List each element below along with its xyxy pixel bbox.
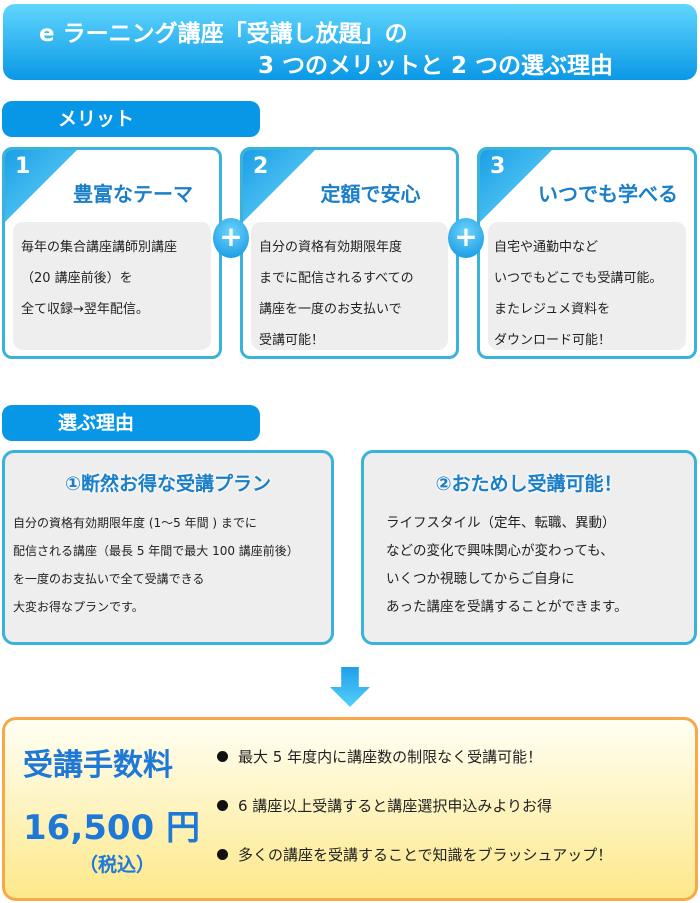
reason-title: ②おためし受講可能！: [435, 473, 623, 495]
fee-price: 16,500 円: [23, 808, 201, 848]
reason-box-1: ①断然お得な受講プラン 自分の資格有効期限年度 (1～5 年間 ) までに 配信…: [2, 450, 334, 645]
plus-icon: +: [213, 218, 249, 258]
bullet-icon: [217, 849, 228, 860]
list-item: 最大 5 年度内に講座数の制限なく受講可能！: [217, 746, 612, 795]
merit-description: 自宅や通勤中など いつでもどこでも受講可能。 またレジュメ資料を ダウンロード可…: [488, 222, 686, 350]
text-line: ダウンロード可能！: [494, 333, 612, 348]
down-arrow-icon: [330, 667, 370, 707]
text-line: 自宅や通勤中など: [494, 240, 599, 255]
reason-description: ライフスタイル（定年、転職、異動） などの変化で興味関心が変わっても、 いくつか…: [386, 509, 690, 621]
list-item: 多くの講座を受講することで知識をブラッシュアップ！: [217, 844, 612, 893]
text-line: までに配信されるすべての: [259, 271, 414, 286]
merit-number: 3: [490, 154, 506, 179]
reasons-section-label: 選ぶ理由: [2, 405, 260, 441]
list-item: 6 講座以上受講すると講座選択申込みよりお得: [217, 795, 612, 844]
text-line: を一度のお支払いで全て受講できる: [13, 572, 205, 586]
text-line: ライフスタイル（定年、転職、異動）: [386, 515, 616, 531]
text-line: 毎年の集合講座講師別講座: [21, 240, 178, 255]
merit-title: いつでも学べる: [538, 182, 678, 206]
reason-description: 自分の資格有効期限年度 (1～5 年間 ) までに 配信される講座（最長 5 年…: [13, 509, 327, 621]
text-line: 自分の資格有効期限年度: [259, 240, 403, 255]
header-line-1: e ラーニング講座「受講し放題」の: [39, 21, 408, 47]
text-line: 自分の資格有効期限年度 (1～5 年間 ) までに: [13, 516, 257, 530]
fee-label: 受講手数料: [23, 748, 173, 783]
bullet-text: 多くの講座を受講することで知識をブラッシュアップ！: [238, 846, 613, 864]
text-line: 全て収録→翌年配信。: [21, 302, 149, 317]
text-line: あった講座を受講することができます。: [386, 599, 628, 615]
text-line: いくつか視聴してからご自身に: [386, 571, 575, 587]
header-line-2: 3 つのメリットと 2 つの選ぶ理由: [258, 53, 614, 79]
merit-description: 自分の資格有効期限年度 までに配信されるすべての 講座を一度のお支払いで 受講可…: [251, 222, 448, 350]
reason-title: ①断然お得な受講プラン: [64, 473, 272, 495]
merit-title: 豊富なテーマ: [73, 182, 193, 206]
text-line: いつでもどこでも受講可能。: [494, 271, 663, 286]
fee-box: 受講手数料 16,500 円 （税込） 最大 5 年度内に講座数の制限なく受講可…: [2, 717, 698, 901]
text-line: またレジュメ資料を: [494, 302, 611, 317]
merit-description: 毎年の集合講座講師別講座 （20 講座前後）を 全て収録→翌年配信。: [13, 222, 211, 350]
text-line: 配信される講座（最長 5 年間で最大 100 講座前後）: [13, 544, 299, 558]
merit-title: 定額で安心: [320, 182, 421, 206]
plus-icon: +: [448, 218, 484, 258]
bullet-icon: [217, 751, 228, 762]
text-line: 講座を一度のお支払いで: [259, 302, 402, 317]
text-line: 大変お得なプランです。: [13, 600, 144, 614]
merit-card-3: 3 いつでも学べる 自宅や通勤中など いつでもどこでも受講可能。 またレジュメ資…: [477, 147, 697, 359]
bullet-icon: [217, 800, 228, 811]
tax-included-note: （税込）: [79, 854, 156, 876]
bullet-text: 最大 5 年度内に講座数の制限なく受講可能！: [238, 748, 543, 766]
reason-box-2: ②おためし受講可能！ ライフスタイル（定年、転職、異動） などの変化で興味関心が…: [361, 450, 697, 645]
fee-benefits-list: 最大 5 年度内に講座数の制限なく受講可能！ 6 講座以上受講すると講座選択申込…: [217, 746, 612, 893]
text-line: 受講可能！: [259, 333, 325, 348]
merit-number: 2: [253, 154, 269, 179]
merit-card-2: 2 定額で安心 自分の資格有効期限年度 までに配信されるすべての 講座を一度のお…: [240, 147, 459, 359]
page-header-banner: e ラーニング講座「受講し放題」の 3 つのメリットと 2 つの選ぶ理由: [3, 4, 697, 80]
text-line: などの変化で興味関心が変わっても、: [386, 543, 614, 559]
text-line: （20 講座前後）を: [21, 271, 133, 286]
merit-card-1: 1 豊富なテーマ 毎年の集合講座講師別講座 （20 講座前後）を 全て収録→翌年…: [2, 147, 222, 359]
merit-number: 1: [15, 154, 31, 179]
merits-section-label: メリット: [2, 101, 260, 137]
bullet-text: 6 講座以上受講すると講座選択申込みよりお得: [238, 797, 553, 815]
